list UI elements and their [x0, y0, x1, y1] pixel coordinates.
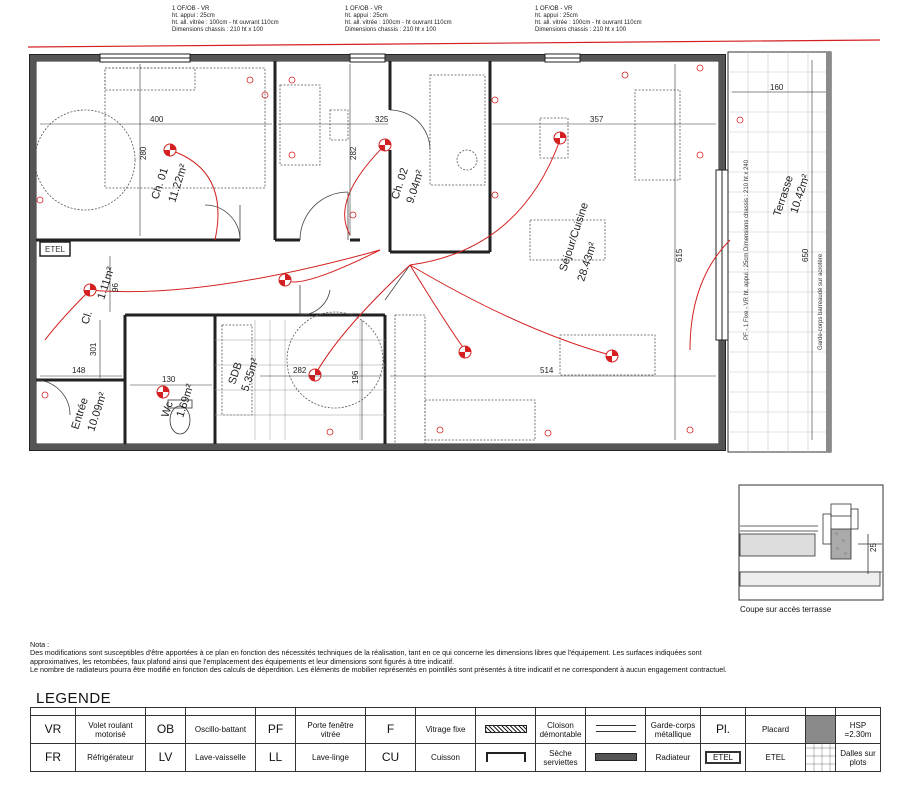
area-cellier: 1.11m² [95, 265, 117, 301]
legend-label-lv: Lave-vaisselle [185, 743, 256, 772]
dim-301: 301 [89, 342, 98, 356]
dim-400: 400 [150, 115, 164, 124]
dim-282a: 282 [349, 146, 358, 160]
legend-code-lv: LV [145, 743, 186, 772]
legend-label-etel: ETEL [745, 743, 806, 772]
electrical-points-fill [84, 132, 618, 398]
window-note-2: 1 OF/OB - VR ht. appui : 25cm ht. all. v… [345, 6, 452, 33]
label-wc: Wc [159, 400, 175, 419]
top-boundary-line [27, 39, 881, 48]
legend-label-ll: Lave-linge [295, 743, 366, 772]
legend-label-dalles: Dalles sur plots [835, 743, 881, 772]
wall-fill [30, 55, 725, 450]
legend-symbol-vitrage [475, 715, 536, 744]
sockets [36, 64, 744, 437]
legend-symbol-cloison [585, 715, 646, 744]
legend-code-ob: OB [145, 715, 186, 744]
legend-label-ob: Oscillo-battant [185, 715, 256, 744]
dim-357: 357 [590, 115, 604, 124]
terrace-slab-note: Garde-corps barreaudé sur acrotère [818, 253, 824, 350]
bathroom-tiles [215, 320, 385, 440]
legend-code-pf: PF [255, 715, 296, 744]
legend-symbol-radiateur [585, 743, 646, 772]
wc-fixtures [167, 399, 193, 435]
note-line-1: Des modifications sont susceptibles d'êt… [30, 648, 702, 666]
svg-text:ETEL: ETEL [45, 245, 66, 254]
section-detail: 25 [738, 484, 884, 601]
dim-650: 650 [801, 248, 810, 262]
terrace-window-note: PF - 1 Fixe - VR ht. appui : 25cm Dimens… [744, 159, 750, 340]
legend-label-vr: Volet roulant motorisé [75, 715, 146, 744]
legend-code-cu: CU [365, 743, 416, 772]
dim-282b: 282 [293, 366, 307, 375]
window-note-3: 1 OF/OB - VR ht. appui : 25cm ht. all. v… [535, 6, 642, 33]
legend-label-f: Vitrage fixe [415, 715, 476, 744]
legend-label-fr: Réfrigérateur [75, 743, 146, 772]
legend-label-seche-serviettes: Sèche serviettes [535, 743, 586, 772]
dim-196: 196 [351, 370, 360, 384]
legend-title: LEGENDE [36, 690, 112, 707]
legend-label-cu: Cuisson [415, 743, 476, 772]
legend-code-etel: ETEL [700, 743, 746, 772]
section-dimension: 25 [869, 543, 878, 552]
legend-label-pf: Porte fenêtre vitrée [295, 715, 366, 744]
dim-96: 96 [111, 283, 120, 292]
dim-325: 325 [375, 115, 389, 124]
dimension-lines [40, 60, 826, 440]
label-cellier: Cl. [79, 309, 95, 326]
area-ch01: 11.22m² [166, 162, 190, 204]
terrace-bay-window [715, 169, 729, 341]
area-entree: 10.09m² [85, 391, 109, 433]
legend-symbol-dalles [805, 743, 836, 772]
section-caption: Coupe sur accès terrasse [740, 605, 832, 614]
dim-148: 148 [72, 366, 86, 375]
etel-box: ETEL [39, 241, 71, 257]
legend-table: VR Volet roulant motorisé OB Oscillo-bat… [30, 707, 881, 772]
electrical-lines [44, 139, 731, 376]
terrace-area [727, 51, 832, 453]
interior-walls [36, 61, 492, 444]
legend-code-vr: VR [30, 715, 76, 744]
door-swings [35, 109, 431, 416]
area-sejour: 28.43m² [575, 241, 599, 283]
dim-160: 160 [770, 83, 784, 92]
area-wc: 1.69m² [174, 382, 196, 419]
legend-label-garde-corps: Garde-corps métallique [645, 715, 701, 744]
furniture [34, 67, 681, 446]
legend-code-fr: FR [30, 743, 76, 772]
top-windows [99, 53, 581, 63]
legend-code-ll: LL [255, 743, 296, 772]
floor-plan: ETEL [27, 39, 881, 453]
note-block: Nota : Des modifications sont susceptibl… [30, 640, 750, 675]
legend-label-hsp: HSP =2.30m [835, 715, 881, 744]
legend-symbol-hsp [805, 715, 836, 744]
note-title: Nota : [30, 640, 50, 649]
area-sdb: 5.35m² [239, 356, 261, 393]
legend-code-f: F [365, 715, 416, 744]
note-line-2: Le nombre de radiateurs pourra être modi… [30, 665, 727, 675]
legend-symbol-cuisson [475, 743, 536, 772]
legend-code-pl: Pl. [700, 715, 746, 744]
dim-130: 130 [162, 375, 176, 384]
dim-280: 280 [139, 146, 148, 160]
legend-label-placard: Placard [745, 715, 806, 744]
legend-label-radiateur: Radiateur [645, 743, 701, 772]
dim-615: 615 [675, 248, 684, 262]
legend-label-cloison: Cloison démontable [535, 715, 586, 744]
dim-514: 514 [540, 366, 554, 375]
window-note-1: 1 OF/OB - VR ht. appui : 25cm ht. all. v… [172, 6, 279, 33]
